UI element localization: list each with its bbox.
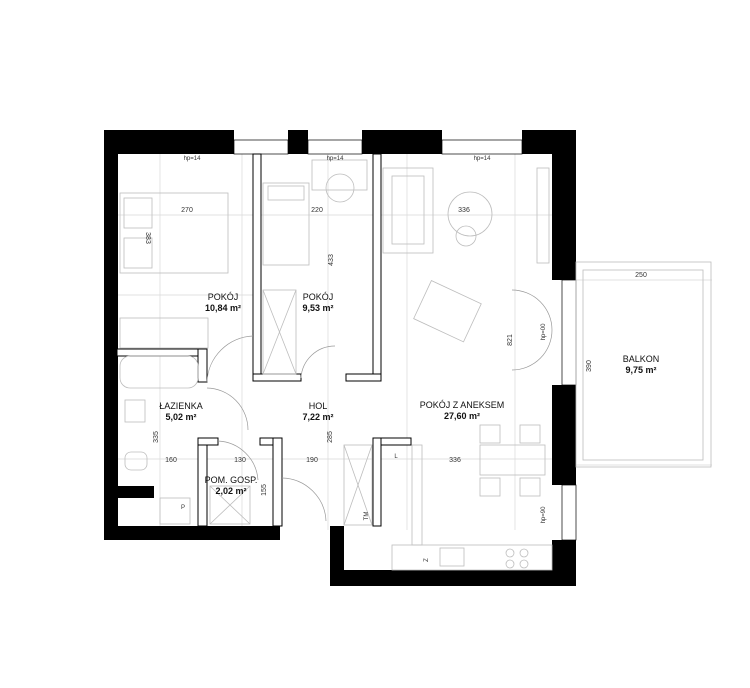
balcony-outline (575, 261, 712, 468)
desk (311, 159, 368, 191)
exterior-walls (104, 130, 576, 586)
wardrobe (119, 317, 209, 349)
tv-unit (536, 167, 550, 264)
room1-name: POKÓJ (208, 292, 239, 302)
parking-tag: P (181, 505, 185, 511)
balcony-area: 9,75 m² (625, 365, 656, 375)
dining-table (479, 444, 546, 476)
dimension-label: 390 (586, 360, 593, 372)
dimension-label: 336 (449, 457, 461, 464)
dimension-label: 336 (458, 207, 470, 214)
dimension-label: 155 (261, 484, 268, 496)
living-name: POKÓJ Z ANEKSEM (420, 400, 505, 410)
room2-name: POKÓJ (303, 292, 334, 302)
armchair (413, 280, 482, 343)
chair (325, 173, 355, 203)
toilet (124, 451, 148, 471)
storage-area: 2,02 m² (215, 486, 246, 496)
window-height-tag: hp=14 (474, 156, 492, 162)
window-height-tag: hp=14 (327, 156, 345, 162)
room1-area: 10,84 m² (205, 303, 241, 313)
hall-area: 7,22 m² (302, 412, 333, 422)
wardrobe-2 (262, 289, 297, 375)
dimension-label: 160 (165, 457, 177, 464)
sink (124, 399, 146, 423)
dimension-label: 821 (507, 334, 514, 346)
kitchen-counter (391, 544, 553, 571)
kitchen-sink (439, 547, 465, 567)
bed (119, 192, 229, 274)
washer (159, 497, 191, 525)
window-height-tag: hp=00 (541, 323, 547, 341)
door-swings (206, 289, 553, 522)
window-height-tag: hp=90 (541, 506, 547, 524)
z-tag: Z (424, 558, 430, 562)
boiler (209, 485, 251, 525)
room2-area: 9,53 m² (302, 303, 333, 313)
interior-walls (116, 153, 412, 527)
dimension-label: 335 (153, 431, 160, 443)
balcony-name: BALKON (623, 354, 660, 364)
bathtub (119, 355, 199, 389)
furniture (119, 159, 712, 571)
dimension-label: 250 (635, 272, 647, 279)
window-height-tag: hp=14 (184, 156, 202, 162)
windows (233, 139, 577, 541)
storage-name: POM. GOSP. (205, 475, 258, 485)
dimension-label: 220 (311, 207, 323, 214)
bed-small (262, 182, 310, 266)
bathroom-area: 5,02 m² (165, 412, 196, 422)
fridge-tag: L (394, 454, 398, 460)
dimension-label: 433 (328, 254, 335, 266)
sofa (382, 167, 434, 254)
dimension-label: 285 (327, 431, 334, 443)
grid-lines (116, 150, 712, 530)
coffee-table (447, 191, 493, 237)
dimension-label: 383 (144, 232, 151, 244)
living-area: 27,60 m² (444, 411, 480, 421)
hall-name: HOL (309, 401, 328, 411)
dimension-label: 190 (306, 457, 318, 464)
dimension-label: 270 (181, 207, 193, 214)
tm-tag: TM (364, 512, 370, 521)
dimension-label: 130 (234, 457, 246, 464)
bathroom-name: ŁAZIENKA (159, 401, 203, 411)
hall-cabinet (343, 444, 373, 526)
